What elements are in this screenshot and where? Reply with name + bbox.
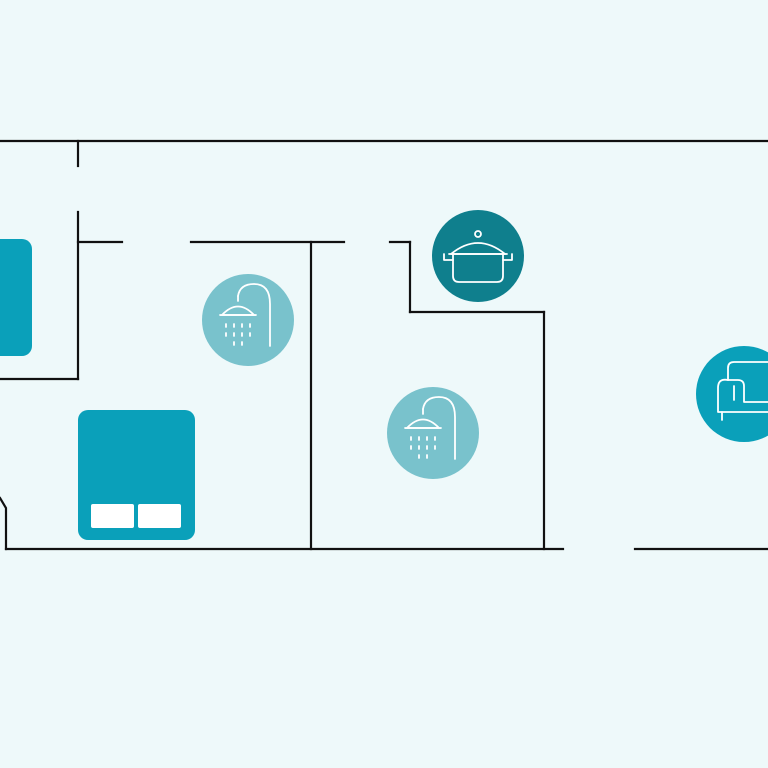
cooking-pot-icon	[432, 210, 524, 302]
pillow-left	[91, 504, 134, 528]
sofa-icon	[696, 346, 768, 442]
shower-icon	[387, 387, 479, 479]
wardrobe	[0, 239, 32, 356]
door-jamb-left	[0, 496, 8, 551]
bed-icon	[78, 410, 195, 540]
shower-icon	[202, 274, 294, 366]
pillow-right	[138, 504, 181, 528]
walls	[0, 139, 768, 551]
